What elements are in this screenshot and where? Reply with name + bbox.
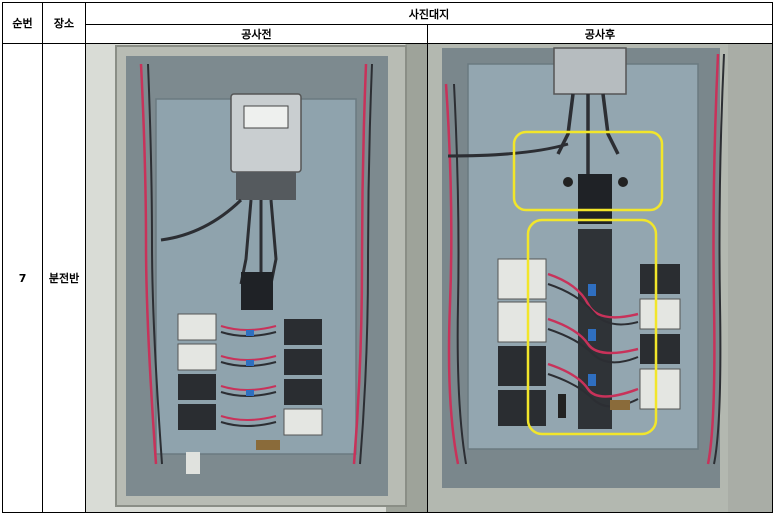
col-header-photo: 사진대지 (84, 2, 773, 25)
after-photo-cell (426, 43, 773, 513)
col-header-after: 공사후 (426, 24, 773, 44)
col-header-no: 순번 (1, 2, 44, 44)
col-header-place: 장소 (42, 2, 86, 44)
row-place-cell: 분전반 (42, 43, 86, 513)
row-no-cell: 7 (1, 43, 44, 513)
before-photo-cell (84, 43, 428, 513)
col-header-before: 공사전 (84, 24, 428, 44)
after-photo (427, 44, 772, 512)
before-photo (85, 44, 427, 512)
